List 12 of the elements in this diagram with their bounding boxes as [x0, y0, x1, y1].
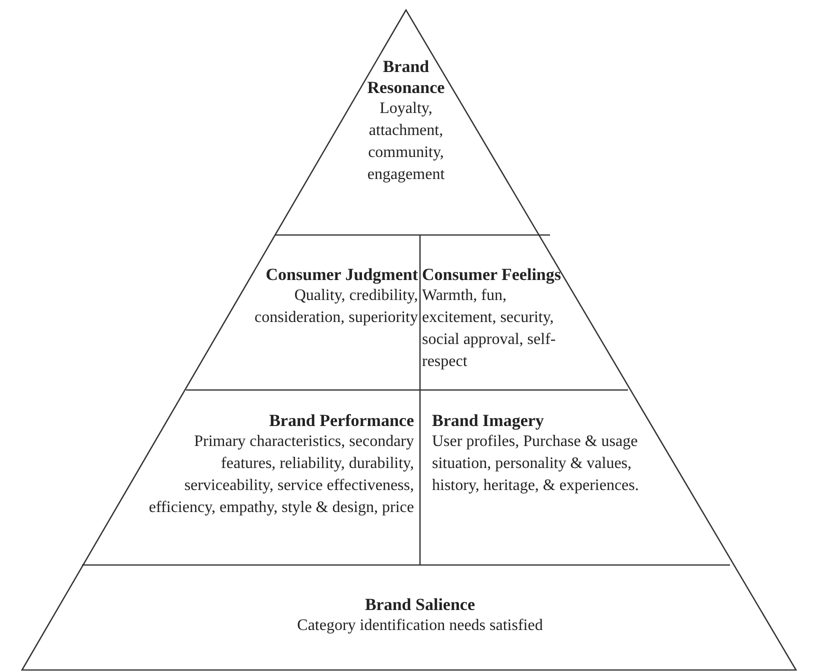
tier-description: User profiles, Purchase & usage situation, personality & values, history, heritage, & experiences. [432, 432, 640, 496]
tier-heading: Consumer Judgment [266, 264, 418, 285]
tier-heading: Brand Salience [364, 594, 476, 615]
tier-description: Primary characteristics, secondary features, reliability, durability, serviceability, service effectiveness, efficiency, empathy, style & design, price [148, 432, 414, 518]
tier-description: Category identification needs satisfied [297, 616, 543, 636]
tier-heading: Brand Resonance [366, 56, 446, 98]
tier-heading: Brand Imagery [432, 410, 544, 431]
tier-description: Warmth, fun, excitement, security, social approval, self-respect [422, 286, 557, 372]
tier-heading: Consumer Feelings [422, 264, 561, 285]
tier-description: Quality, credibility, consideration, superiority [253, 286, 418, 328]
tier-heading: Brand Performance [269, 410, 414, 431]
tier-description: Loyalty, attachment, community, engagement [366, 99, 446, 185]
